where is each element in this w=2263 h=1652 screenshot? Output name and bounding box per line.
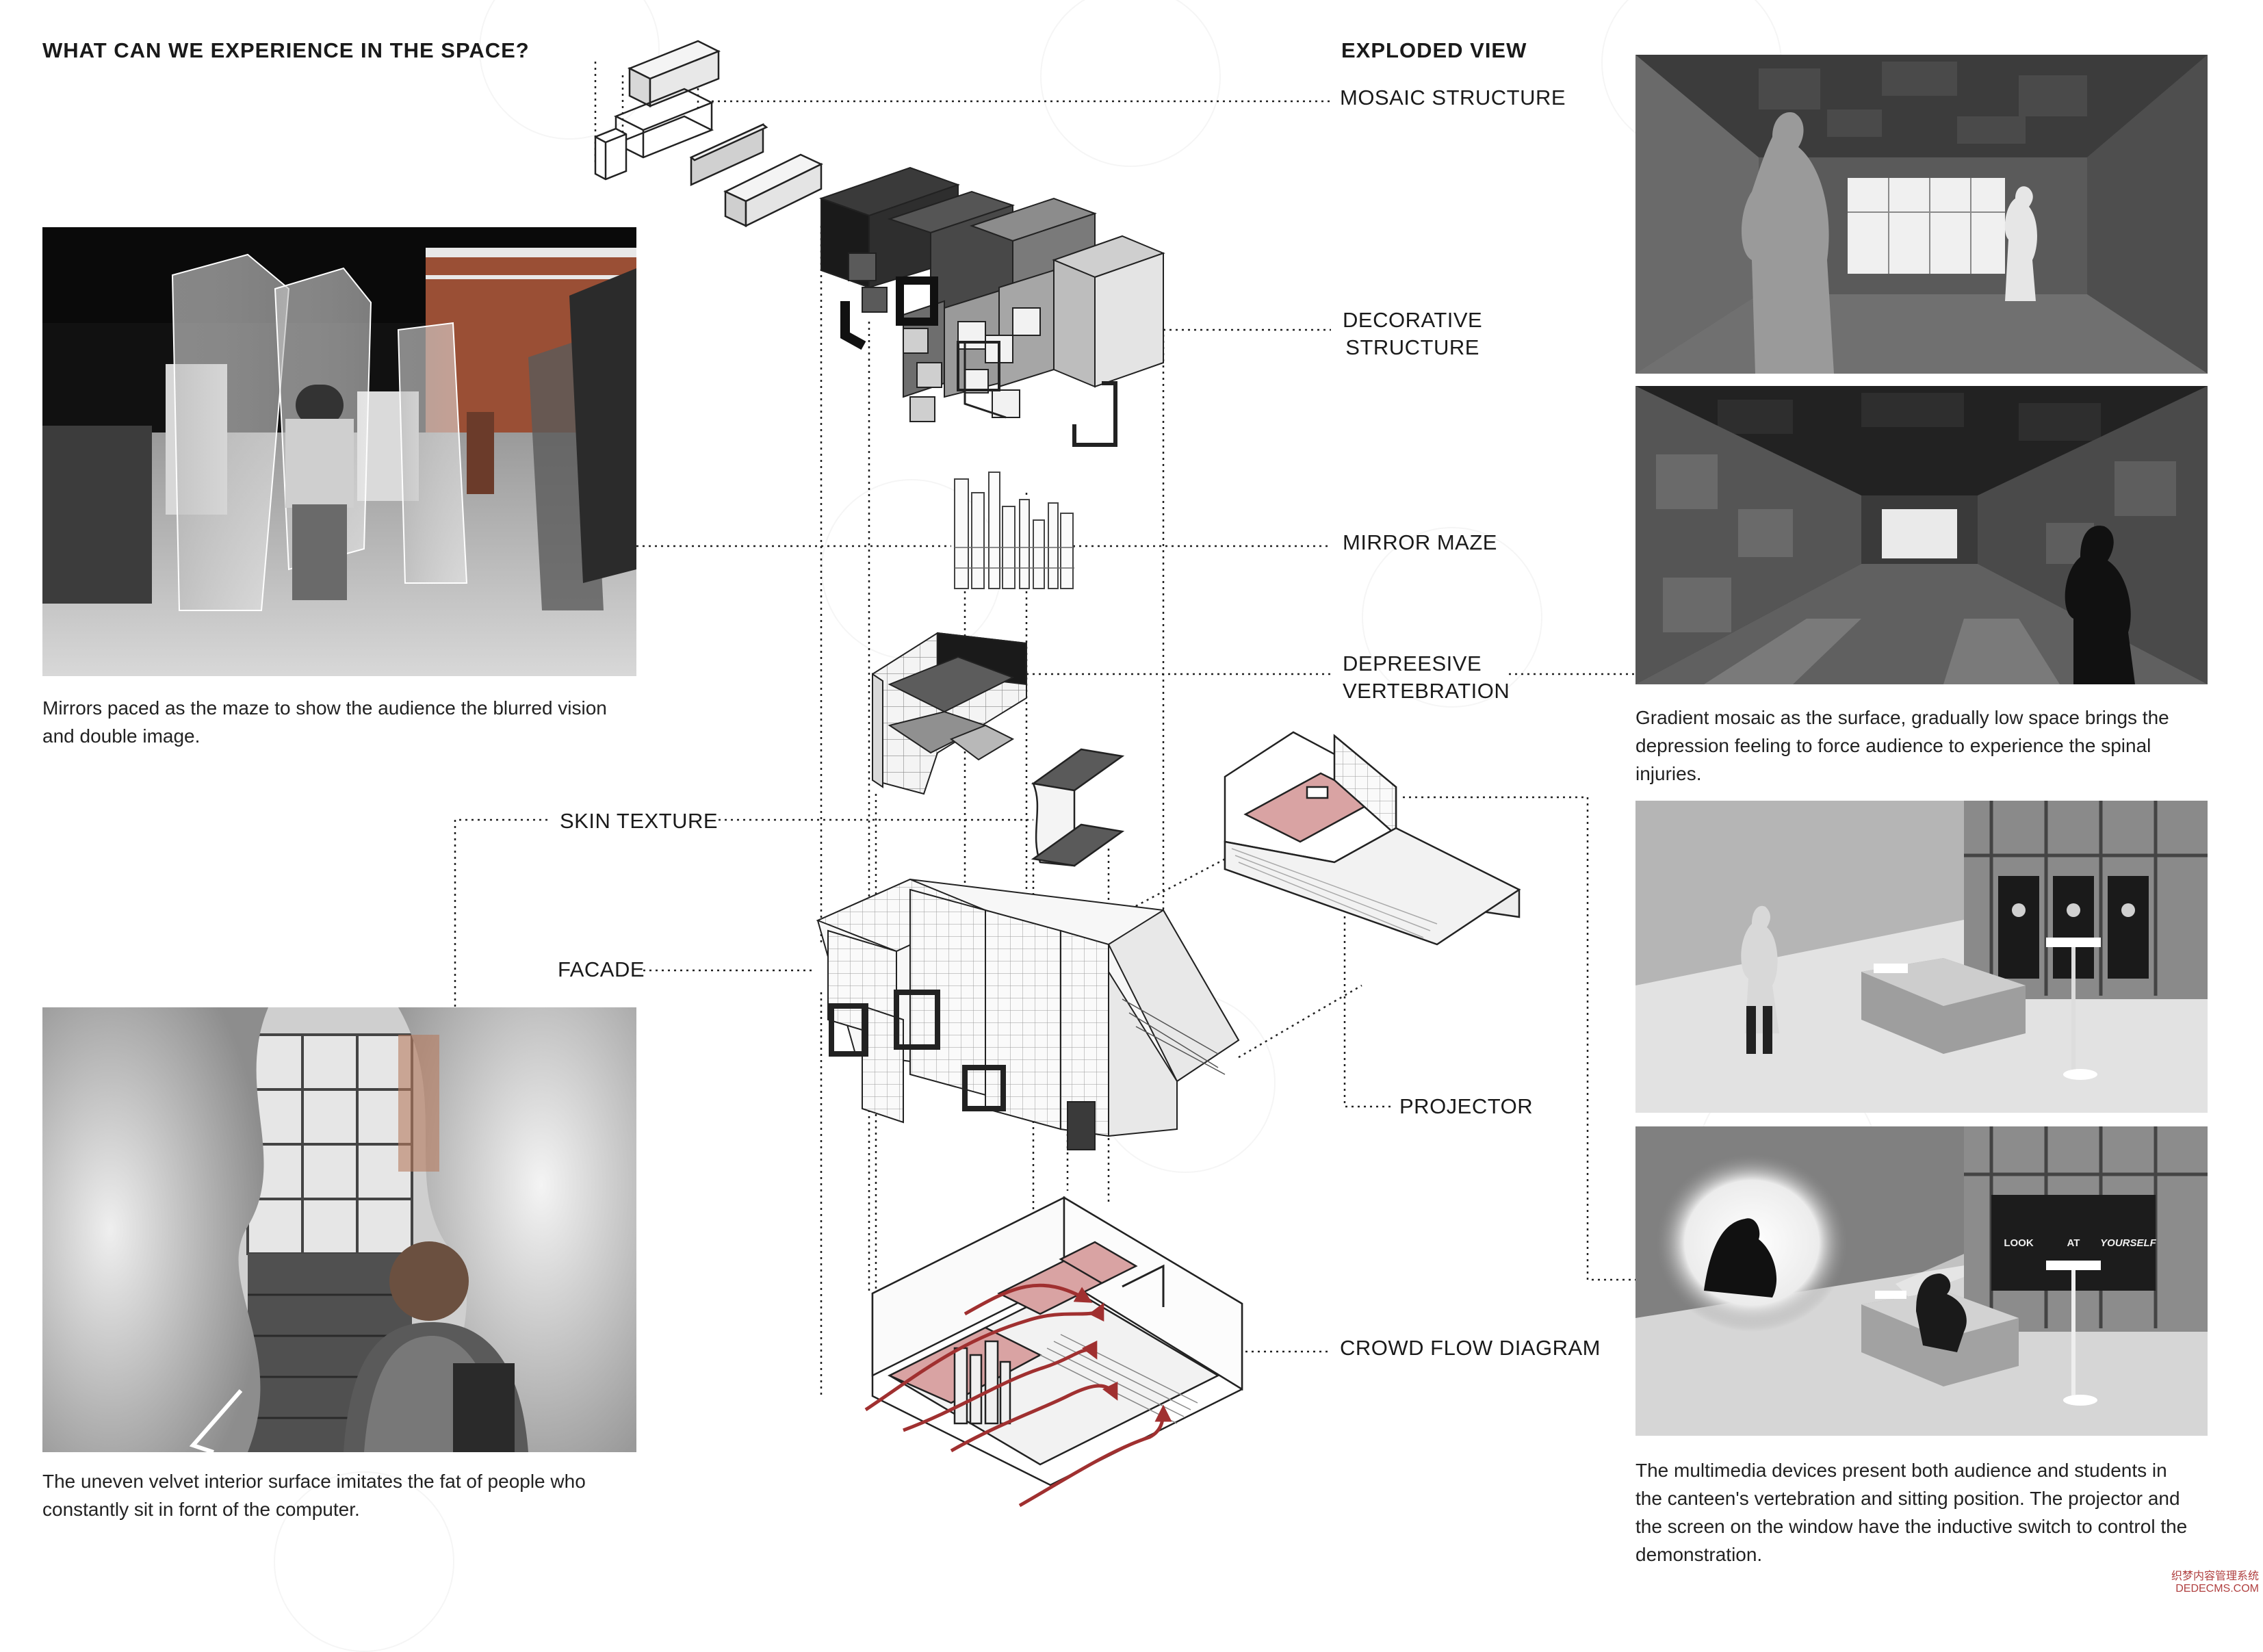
screen-text-yourself: YOURSELF: [2100, 1237, 2157, 1249]
page-heading-exploded: EXPLODED VIEW: [1341, 38, 1527, 62]
watermark-circle: [1040, 0, 1221, 167]
exploded-view-diagram: [454, 40, 1635, 1508]
footer-stamp: 织梦内容管理系统 DEDECMS.COM: [2171, 1571, 2259, 1595]
caption-line: the canteen's vertebration and sitting p…: [1635, 1488, 2180, 1509]
decorative-structure: [818, 166, 1165, 447]
facade-model: [816, 878, 1240, 1150]
caption-line: The multimedia devices present both audi…: [1635, 1460, 2167, 1481]
label-projector: PROJECTOR: [1399, 1094, 1534, 1118]
caption-line: depression feeling to force audience to …: [1635, 735, 2151, 756]
mosaic-structure-parts: [594, 40, 823, 228]
caption-line: and double image.: [42, 725, 201, 747]
label-depressive-vertebration: DEPREESIVE VERTEBRATION: [1343, 650, 1510, 705]
photo-multimedia-window: [1635, 801, 2208, 1113]
depressive-vertebration: [872, 632, 1027, 795]
label-mirror-maze: MIRROR MAZE: [1343, 530, 1497, 554]
caption-line: injuries.: [1635, 763, 1702, 784]
skin-texture-piece: [1031, 748, 1125, 867]
screen-text-at: AT: [2067, 1237, 2080, 1249]
leader-line-projector-photo: [1403, 796, 1635, 1281]
photo-projector-demonstration: LOOK AT YOURSELF: [1635, 1126, 2208, 1436]
label-line: DEPREESIVE: [1343, 651, 1482, 675]
leader-line-projector: [1343, 818, 1393, 1108]
label-skin-texture: SKIN TEXTURE: [560, 809, 719, 833]
crowd-flow-room: [864, 1196, 1243, 1508]
leader-line-room-facade: [1108, 854, 1232, 922]
photo-depression-corridor: [1635, 386, 2208, 684]
caption-line: constantly sit in fornt of the computer.: [42, 1499, 360, 1520]
label-line: VERTEBRATION: [1343, 679, 1510, 703]
caption-mirrors: Mirrors paced as the maze to show the au…: [42, 694, 607, 750]
caption-line: The uneven velvet interior surface imita…: [42, 1471, 586, 1492]
caption-line: Gradient mosaic as the surface, graduall…: [1635, 707, 2169, 728]
leader-line-room-facade: [1238, 984, 1362, 1059]
label-line: DECORATIVE: [1343, 308, 1483, 332]
screen-text-look: LOOK: [2004, 1237, 2033, 1249]
flow-arrow: [964, 1283, 1093, 1316]
label-crowd-flow-diagram: CROWD FLOW DIAGRAM: [1340, 1336, 1601, 1360]
leader-line-skin-photo: [454, 818, 547, 1007]
footer-line: DEDECMS.COM: [2175, 1583, 2259, 1595]
label-mosaic-structure: MOSAIC STRUCTURE: [1340, 86, 1566, 109]
photo-mirror-maze: [42, 227, 636, 676]
caption-line: Mirrors paced as the maze to show the au…: [42, 697, 607, 719]
flow-arrow: [903, 1340, 1098, 1432]
caption-line: the screen on the window have the induct…: [1635, 1516, 2188, 1537]
projector-room: [1224, 731, 1521, 946]
label-line: STRUCTURE: [1345, 335, 1479, 359]
label-decorative-structure: DECORATIVE STRUCTURE: [1343, 307, 1482, 361]
flow-arrow: [1018, 1404, 1172, 1508]
flow-arrow: [864, 1302, 1104, 1412]
caption-velvet: The uneven velvet interior surface imita…: [42, 1467, 586, 1523]
watermark-circle: [1362, 527, 1542, 708]
page-heading-experience: WHAT CAN WE EXPERIENCE IN THE SPACE?: [42, 38, 530, 62]
caption-multimedia: The multimedia devices present both audi…: [1635, 1456, 2187, 1569]
mirror-maze: [954, 472, 1074, 589]
footer-line: 织梦内容管理系统: [2171, 1571, 2259, 1582]
flow-arrow: [950, 1381, 1118, 1453]
photo-velvet-interior: [42, 1007, 636, 1452]
label-facade: FACADE: [558, 957, 645, 981]
caption-line: demonstration.: [1635, 1544, 1763, 1565]
photo-mosaic-corridor: [1635, 55, 2208, 374]
caption-mosaic: Gradient mosaic as the surface, graduall…: [1635, 704, 2169, 788]
